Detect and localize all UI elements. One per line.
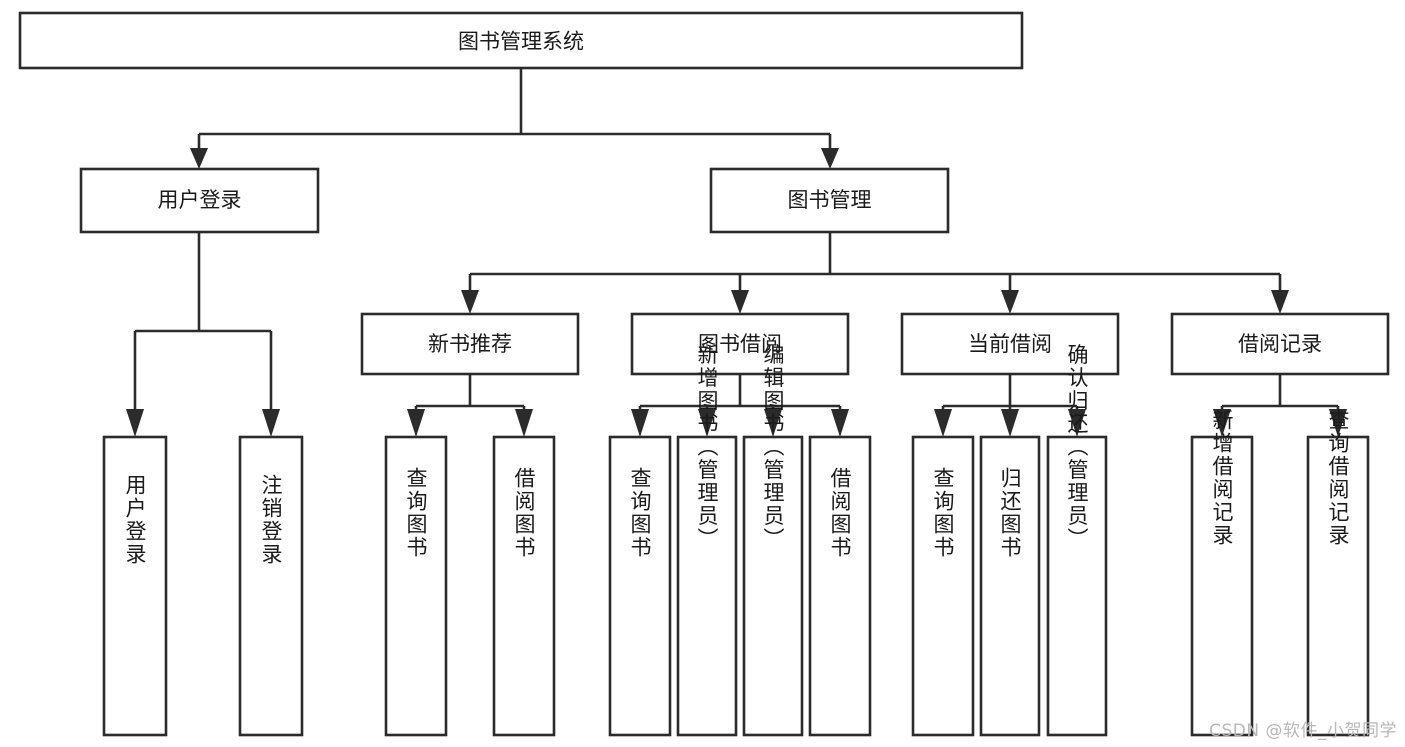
leaf-confirm-return-label: 确认归还（管理员）	[1065, 344, 1089, 551]
node-book-borrow-box[interactable]	[630, 312, 850, 376]
leaf-query-book-3-label: 查询图书	[931, 467, 955, 559]
node-borrow-record-label: 借阅记录	[1238, 332, 1322, 356]
leaf-add-book[interactable]: 新增图书（管理员）	[676, 344, 738, 737]
node-user-login[interactable]: 用户登录	[79, 167, 320, 234]
arrow-head-book-manage	[821, 148, 839, 169]
leaf-return-book-box[interactable]	[979, 435, 1041, 737]
leaf-return-book[interactable]: 归还图书	[979, 435, 1041, 737]
node-book-borrow-label: 图书借阅	[698, 332, 782, 356]
leaf-edit-book[interactable]: 编辑图书（管理员）	[742, 344, 804, 737]
arrow-head-leaf-add-book	[698, 409, 716, 437]
arrow-head-leaf-return-book	[1001, 409, 1019, 437]
node-user-login-label: 用户登录	[158, 188, 242, 212]
leaf-query-book-3[interactable]: 查询图书	[911, 435, 975, 737]
leaf-user-logout-label: 注销登录	[259, 474, 283, 566]
leaf-query-book-1[interactable]: 查询图书	[384, 435, 448, 737]
arrow-head-user-login	[190, 148, 208, 169]
leaf-query-record[interactable]: 查询借阅记录	[1306, 409, 1370, 737]
node-book-borrow[interactable]: 图书借阅	[630, 312, 850, 376]
leaf-query-book-2-label: 查询图书	[628, 467, 652, 559]
arrow-head-leaf-borrow-book-1	[515, 409, 533, 437]
leaf-query-record-box[interactable]	[1306, 435, 1370, 737]
arrow-head-leaf-user-login	[126, 409, 144, 437]
node-book-manage-label: 图书管理	[788, 188, 872, 212]
node-root-box[interactable]	[18, 11, 1024, 70]
leaf-query-book-1-label: 查询图书	[404, 467, 428, 559]
arrow-head-leaf-confirm-return	[1068, 409, 1086, 437]
arrow-head-book-borrow	[731, 290, 749, 314]
arrow-head-leaf-add-record	[1213, 409, 1231, 437]
connector-group-root	[190, 69, 839, 169]
connector-group-new-book-recommend	[407, 374, 533, 437]
leaf-user-logout[interactable]: 注销登录	[238, 435, 304, 737]
arrow-head-leaf-query-book-1	[407, 409, 425, 437]
leaf-edit-book-box[interactable]	[742, 435, 804, 737]
leaf-query-book-2[interactable]: 查询图书	[608, 435, 672, 737]
arrow-head-current-borrow	[1001, 290, 1019, 314]
node-borrow-record[interactable]: 借阅记录	[1170, 312, 1390, 376]
leaf-borrow-book-1[interactable]: 借阅图书	[492, 435, 556, 737]
leaf-borrow-book-2-box[interactable]	[808, 435, 872, 737]
leaf-edit-book-label: 编辑图书（管理员）	[761, 344, 785, 551]
leaf-query-book-2-box[interactable]	[608, 435, 672, 737]
connector-group-user-login	[126, 232, 280, 437]
node-borrow-record-box[interactable]	[1170, 312, 1390, 376]
arrow-head-leaf-query-book-2	[631, 409, 649, 437]
leaf-user-login[interactable]: 用户登录	[102, 435, 168, 737]
leaf-add-record-label: 新增借阅记录	[1210, 409, 1234, 547]
leaf-return-book-label: 归还图书	[998, 467, 1022, 559]
node-new-book-recommend-label: 新书推荐	[428, 332, 512, 356]
arrow-head-leaf-borrow-book-2	[831, 409, 849, 437]
leaf-confirm-return[interactable]: 确认归还（管理员）	[1046, 344, 1108, 737]
leaf-add-book-label: 新增图书（管理员）	[695, 344, 719, 551]
node-current-borrow-label: 当前借阅	[968, 332, 1052, 356]
node-new-book-recommend-box[interactable]	[360, 312, 580, 376]
leaf-user-logout-box[interactable]	[238, 435, 304, 737]
arrow-head-leaf-user-logout	[262, 409, 280, 437]
leaf-add-record[interactable]: 新增借阅记录	[1190, 409, 1254, 737]
node-user-login-box[interactable]	[79, 167, 320, 234]
leaf-query-book-3-box[interactable]	[911, 435, 975, 737]
connector-group-borrow-record	[1213, 374, 1347, 437]
leaf-borrow-book-2[interactable]: 借阅图书	[808, 435, 872, 737]
arrow-head-leaf-query-record	[1329, 409, 1347, 437]
leaf-borrow-book-1-label: 借阅图书	[512, 467, 536, 559]
connector-group-book-manage	[461, 232, 1289, 314]
leaf-add-record-box[interactable]	[1190, 435, 1254, 737]
node-root[interactable]: 图书管理系统	[18, 11, 1024, 70]
arrow-head-leaf-edit-book	[764, 409, 782, 437]
leaf-borrow-book-2-label: 借阅图书	[828, 467, 852, 559]
node-book-manage[interactable]: 图书管理	[709, 167, 950, 234]
connector-group-book-borrow	[631, 374, 849, 437]
leaf-user-login-label: 用户登录	[123, 474, 147, 566]
node-current-borrow-box[interactable]	[900, 312, 1120, 376]
leaf-user-login-box[interactable]	[102, 435, 168, 737]
leaf-borrow-book-1-box[interactable]	[492, 435, 556, 737]
connector-group-current-borrow	[934, 374, 1086, 437]
arrow-head-new-book-recommend	[461, 290, 479, 314]
node-new-book-recommend[interactable]: 新书推荐	[360, 312, 580, 376]
arrow-head-leaf-query-book-3	[934, 409, 952, 437]
node-root-label: 图书管理系统	[458, 30, 584, 54]
leaf-query-book-1-box[interactable]	[384, 435, 448, 737]
leaf-add-book-box[interactable]	[676, 435, 738, 737]
leaf-confirm-return-box[interactable]	[1046, 435, 1108, 737]
node-book-manage-box[interactable]	[709, 167, 950, 234]
arrow-head-borrow-record	[1271, 290, 1289, 314]
node-current-borrow[interactable]: 当前借阅	[900, 312, 1120, 376]
leaf-query-record-label: 查询借阅记录	[1326, 409, 1350, 547]
